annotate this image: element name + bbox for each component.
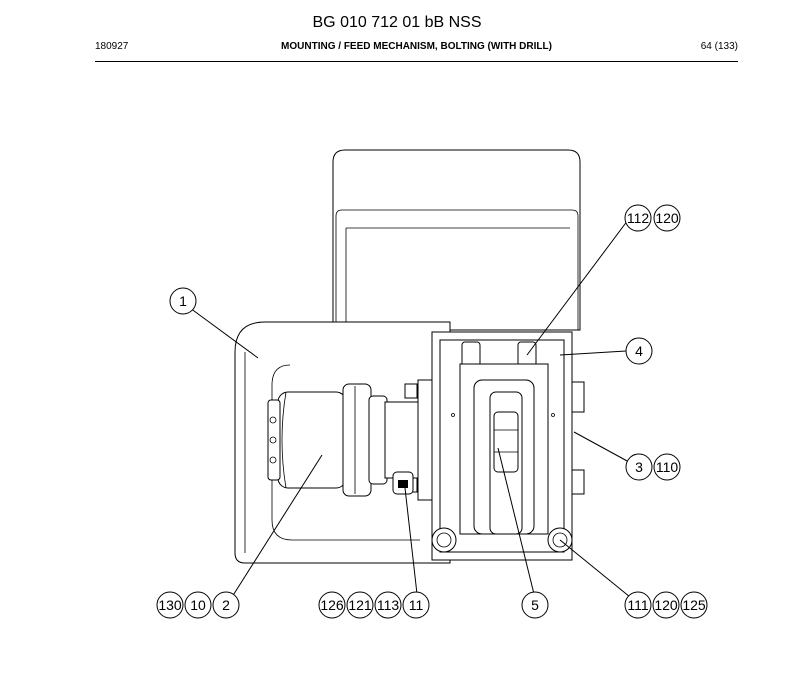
callout-112-label: 112 [627,210,650,226]
callout-3: 3 [625,453,653,481]
callout-125: 125 [680,591,708,619]
callout-121-label: 121 [348,597,372,613]
callout-11: 11 [402,591,430,619]
callout-5: 5 [521,591,549,619]
callout-10-label: 10 [190,597,206,613]
hose-fitting [392,471,414,495]
callout-120-bottom: 120 [652,591,680,619]
callout-11-label: 11 [409,597,424,613]
callout-113-label: 113 [377,597,400,613]
callout-126: 126 [318,591,346,619]
callout-110-label: 110 [656,459,679,475]
callout-2: 2 [212,591,240,619]
callout-120-bottom-label: 120 [654,597,678,613]
header-divider [95,61,738,62]
document-title: BG 010 712 01 bB NSS [312,14,482,31]
callout-4-label: 4 [635,343,643,359]
callout-130: 130 [156,591,184,619]
callout-5-label: 5 [531,597,539,613]
callout-126-label: 126 [320,597,344,613]
callout-120-top-label: 120 [655,210,679,226]
callout-121: 121 [346,591,374,619]
leader-lines [189,219,631,598]
callout-4: 4 [625,337,653,365]
page-number: 64 (133) [700,41,738,52]
section-title: MOUNTING / FEED MECHANISM, BOLTING (WITH… [281,41,552,52]
callout-113: 113 [374,591,402,619]
callout-130-label: 130 [158,597,182,613]
callout-125-label: 125 [682,597,706,613]
callout-111: 111 [624,591,652,619]
feed-housing [431,331,585,561]
callout-112: 112 [624,204,652,232]
callout-3-label: 3 [635,459,643,475]
callout-111-label: 111 [627,597,648,613]
mounting-bracket [332,149,581,331]
callout-1-label: 1 [179,293,187,309]
date-code: 180927 [95,41,129,52]
header-row: 180927 MOUNTING / FEED MECHANISM, BOLTIN… [95,41,738,55]
callout-120-top: 120 [653,204,681,232]
callout-110: 110 [653,453,681,481]
callout-10: 10 [184,591,212,619]
callout-2-label: 2 [222,597,230,613]
callout-1: 1 [169,287,197,315]
